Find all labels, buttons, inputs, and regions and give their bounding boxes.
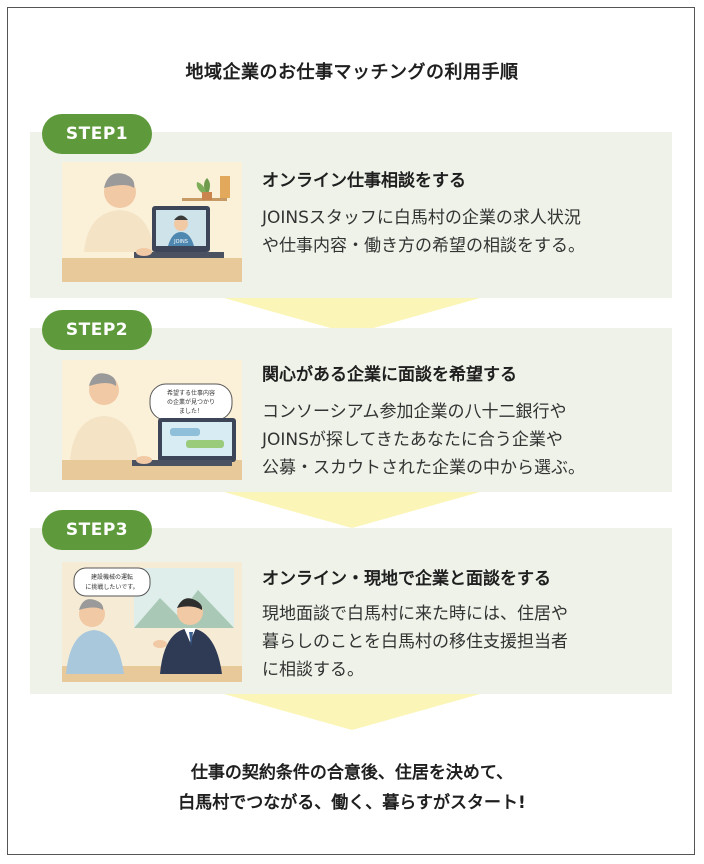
step2-body: コンソーシアム参加企業の八十二銀行や JOINSが探してきたあなたに合う企業や … (262, 398, 662, 482)
step1-screen-label: JOINS (173, 239, 188, 245)
step1-body: JOINSスタッフに白馬村の企業の求人状況 や仕事内容・働き方の希望の相談をする… (262, 204, 662, 260)
step2-bubble-line: ました！ (179, 408, 203, 415)
step3-heading: オンライン・現地で企業と面談をする (262, 569, 551, 589)
step3-badge: STEP3 (42, 510, 152, 550)
step3-body: 現地面談で白馬村に来た時には、住居や 暮らしのことを白馬村の移住支援担当者 に相… (262, 600, 662, 684)
step2-bubble-line: の企業が見つかり (167, 398, 215, 406)
step2-bubble-line: 希望する仕事内容 (167, 389, 215, 397)
page-title: 地域企業のお仕事マッチングの利用手順 (185, 62, 519, 83)
step3-body-line: に相談する。 (262, 660, 364, 680)
step1-body-line: や仕事内容・働き方の希望の相談をする。 (262, 236, 585, 256)
step2-body-line: JOINSが探してきたあなたに合う企業や (262, 430, 563, 450)
footer-line: 白馬村でつながる、働く、暮らすがスタート! (178, 793, 526, 813)
step2-badge: STEP2 (42, 310, 152, 350)
step2-illustration: 希望する仕事内容 の企業が見つかり ました！ (62, 360, 242, 480)
step1-illustration: JOINS (62, 162, 242, 282)
step3-body-line: 暮らしのことを白馬村の移住支援担当者 (262, 632, 568, 652)
step1-heading: オンライン仕事相談をする (262, 171, 466, 191)
step3-arrow (224, 694, 480, 730)
step1-badge: STEP1 (42, 114, 152, 154)
step2-body-line: 公募・スカウトされた企業の中から選ぶ。 (262, 458, 585, 478)
step2-body-line: コンソーシアム参加企業の八十二銀行や (262, 402, 567, 422)
footer-message: 仕事の契約条件の合意後、住居を決めて、 白馬村でつながる、働く、暮らすがスタート… (0, 758, 704, 818)
step3-bubble-line: 建設機械の運転 (91, 573, 133, 581)
step2-arrow (224, 492, 480, 528)
step1-body-line: JOINSスタッフに白馬村の企業の求人状況 (262, 208, 581, 228)
step3-bubble-line: に挑戦したいです。 (85, 583, 138, 591)
step2-heading: 関心がある企業に面談を希望する (262, 365, 517, 385)
step3-illustration: 建設機械の運転 に挑戦したいです。 (62, 562, 242, 682)
footer-line: 仕事の契約条件の合意後、住居を決めて、 (190, 763, 514, 783)
step3-body-line: 現地面談で白馬村に来た時には、住居や (262, 604, 568, 624)
